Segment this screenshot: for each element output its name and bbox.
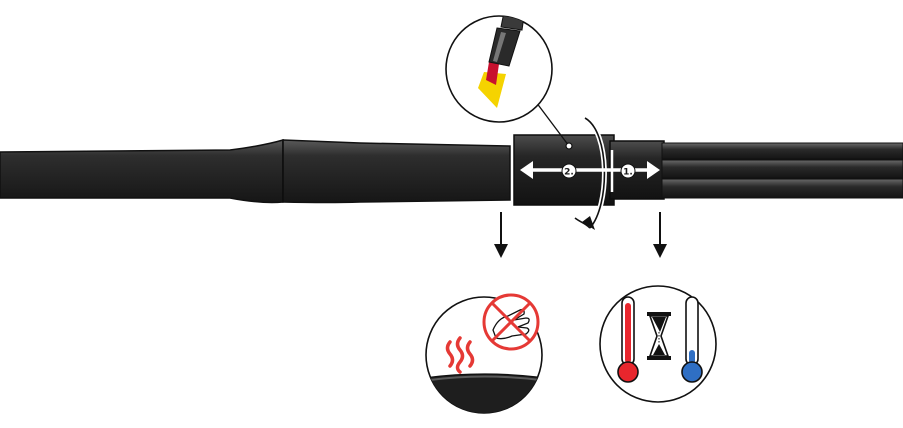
cable <box>0 139 511 204</box>
cable-cores <box>661 142 903 199</box>
no-touch-icon <box>482 293 540 351</box>
flame-core-icon <box>486 62 499 85</box>
step-2-label: 2. <box>564 168 574 178</box>
rotation-arrow-head-icon <box>582 216 595 230</box>
thermometer-cold-icon <box>681 296 703 383</box>
down-arrow-left-icon <box>494 212 508 258</box>
core-2 <box>661 159 903 179</box>
thermometer-hot-icon <box>617 296 639 383</box>
heat-waves-icon <box>445 336 475 374</box>
torch-head-icon <box>500 16 525 31</box>
step-1-label: 1. <box>623 168 633 178</box>
arrow-left-icon <box>520 161 533 179</box>
torch-leader-line <box>535 101 570 147</box>
cooling-bubble <box>599 285 717 403</box>
torch-bubble <box>445 15 553 123</box>
cable-body <box>0 139 284 204</box>
step-2-badge: 2. <box>561 163 577 179</box>
core-1 <box>661 142 903 160</box>
core-3 <box>661 178 903 199</box>
hot-surface-bubble <box>425 293 543 414</box>
gas-torch-icon <box>478 16 525 108</box>
down-arrow-right-icon <box>653 212 667 258</box>
torch-leader-dot <box>565 142 573 150</box>
flame-icon <box>478 72 506 108</box>
cable-joint <box>282 139 511 204</box>
step-1-badge: 1. <box>620 163 636 179</box>
arrow-right-icon <box>647 161 660 179</box>
hourglass-icon <box>647 312 671 360</box>
